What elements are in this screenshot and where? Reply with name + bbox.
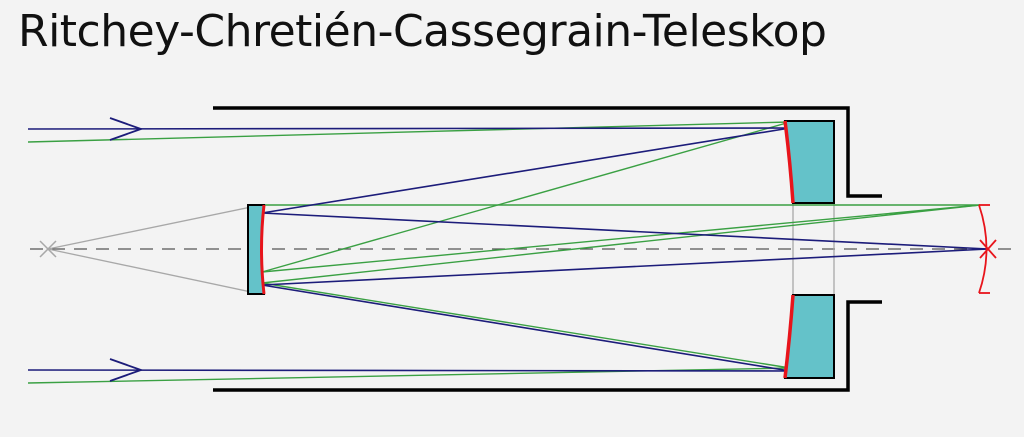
tube-upper — [213, 106, 882, 198]
secondary-mirror — [247, 204, 266, 295]
diagram-title: Ritchey-Chretién-Cassegrain-Teleskop — [18, 6, 827, 57]
construction-lines — [47, 204, 835, 296]
focal-surface — [978, 204, 997, 294]
arrow-icon-bottom — [109, 358, 144, 382]
tube-lower — [213, 300, 882, 392]
primary-mirror — [783, 120, 835, 379]
rays-green — [27, 121, 981, 384]
arrow-icon-top — [109, 117, 144, 141]
rays-blue — [27, 127, 989, 372]
virtual-focus-mark — [39, 240, 57, 258]
